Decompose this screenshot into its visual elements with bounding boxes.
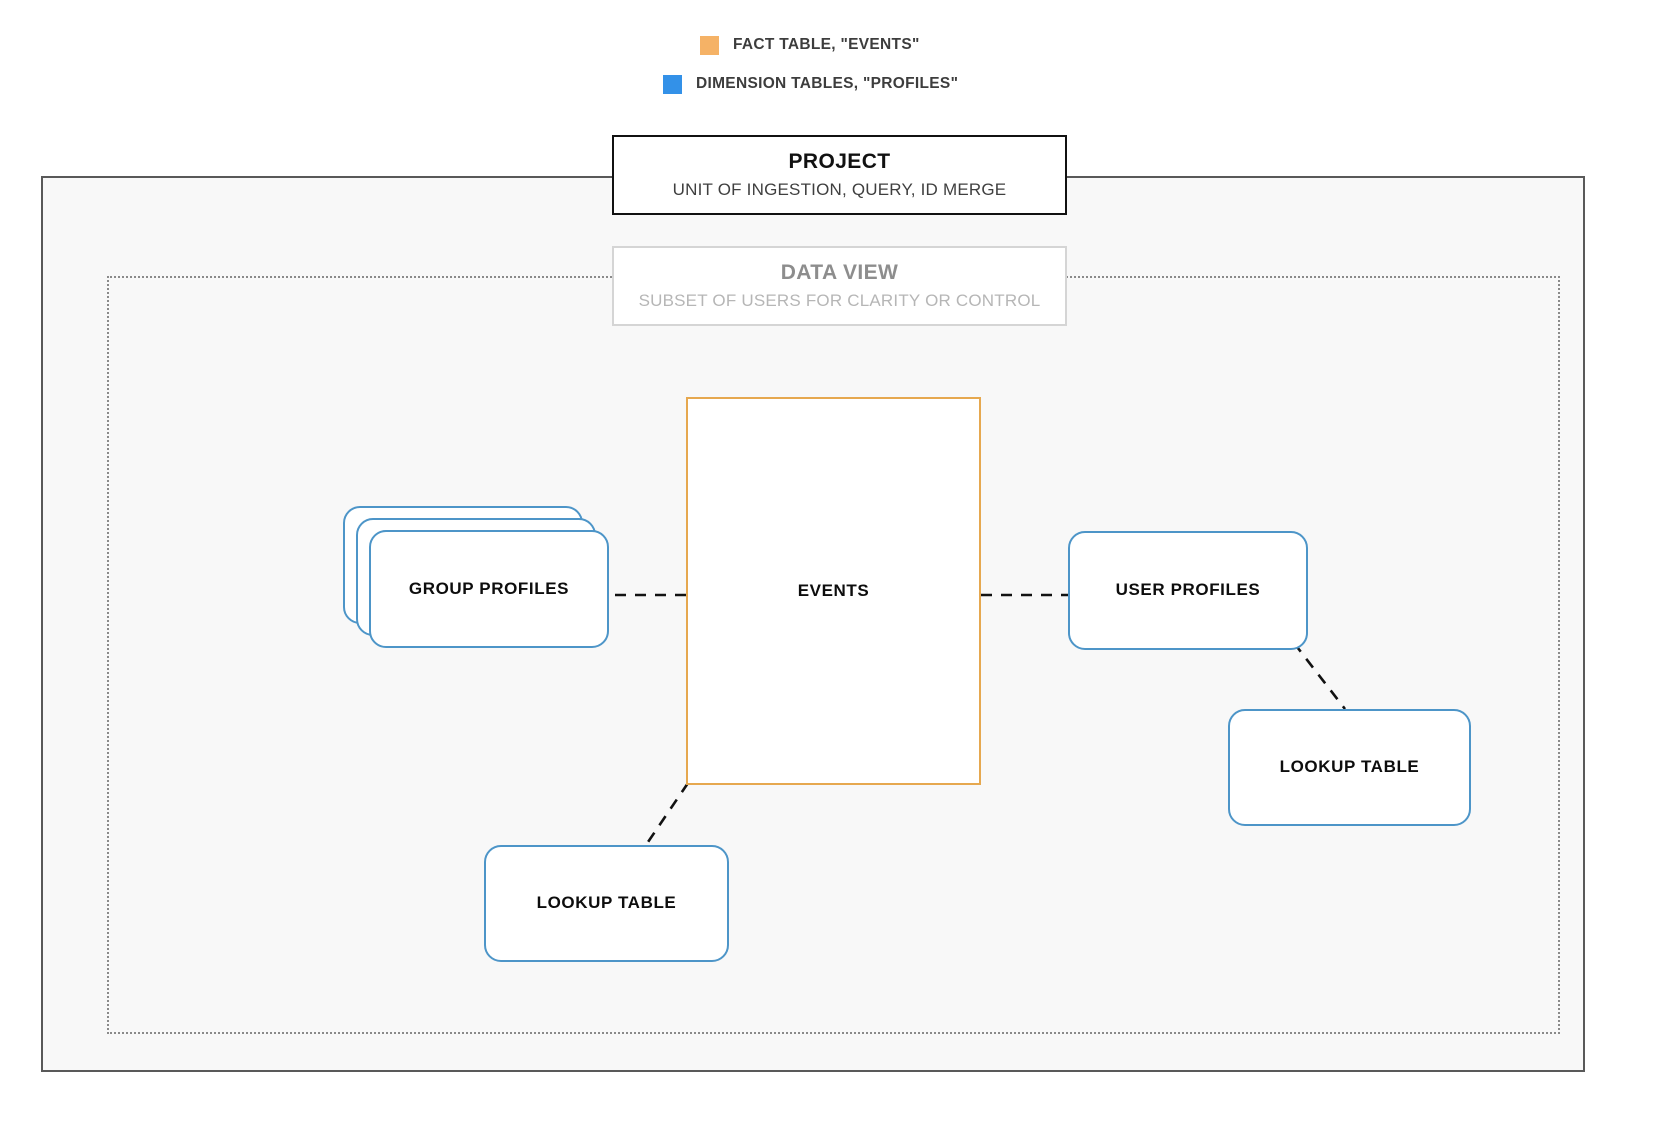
project-card: PROJECT UNIT OF INGESTION, QUERY, ID MER… [612, 135, 1067, 215]
project-subtitle: UNIT OF INGESTION, QUERY, ID MERGE [672, 180, 1007, 200]
node-lookup-table-right-label: LOOKUP TABLE [1279, 757, 1420, 777]
legend: FACT TABLE, "EVENTS" DIMENSION TABLES, "… [0, 30, 1664, 99]
legend-item-label: FACT TABLE, "EVENTS" [733, 36, 920, 53]
legend-item-label: DIMENSION TABLES, "PROFILES" [696, 75, 959, 92]
node-group-profiles-label: GROUP PROFILES [408, 578, 570, 598]
data-view-title: DATA VIEW [780, 261, 899, 285]
node-events: EVENTS [686, 397, 981, 785]
square-swatch-icon [663, 74, 682, 94]
legend-item-fact-table: FACT TABLE, "EVENTS" [0, 30, 1664, 60]
node-user-profiles: USER PROFILES [1068, 531, 1308, 650]
legend-item-dimension-tables: DIMENSION TABLES, "PROFILES" [0, 69, 1664, 99]
project-title: PROJECT [788, 150, 891, 174]
node-user-profiles-label: USER PROFILES [1115, 580, 1261, 600]
data-view-subtitle: SUBSET OF USERS FOR CLARITY OR CONTROL [638, 291, 1041, 311]
data-view-card: DATA VIEW SUBSET OF USERS FOR CLARITY OR… [612, 246, 1067, 326]
node-group-profiles: GROUP PROFILES [343, 506, 615, 656]
square-swatch-icon [700, 35, 719, 55]
node-lookup-table-right: LOOKUP TABLE [1228, 709, 1471, 826]
node-lookup-table-left-label: LOOKUP TABLE [536, 893, 677, 913]
node-events-label: EVENTS [797, 580, 870, 600]
stack-sheet-front: GROUP PROFILES [369, 530, 609, 648]
node-lookup-table-left: LOOKUP TABLE [484, 845, 729, 962]
